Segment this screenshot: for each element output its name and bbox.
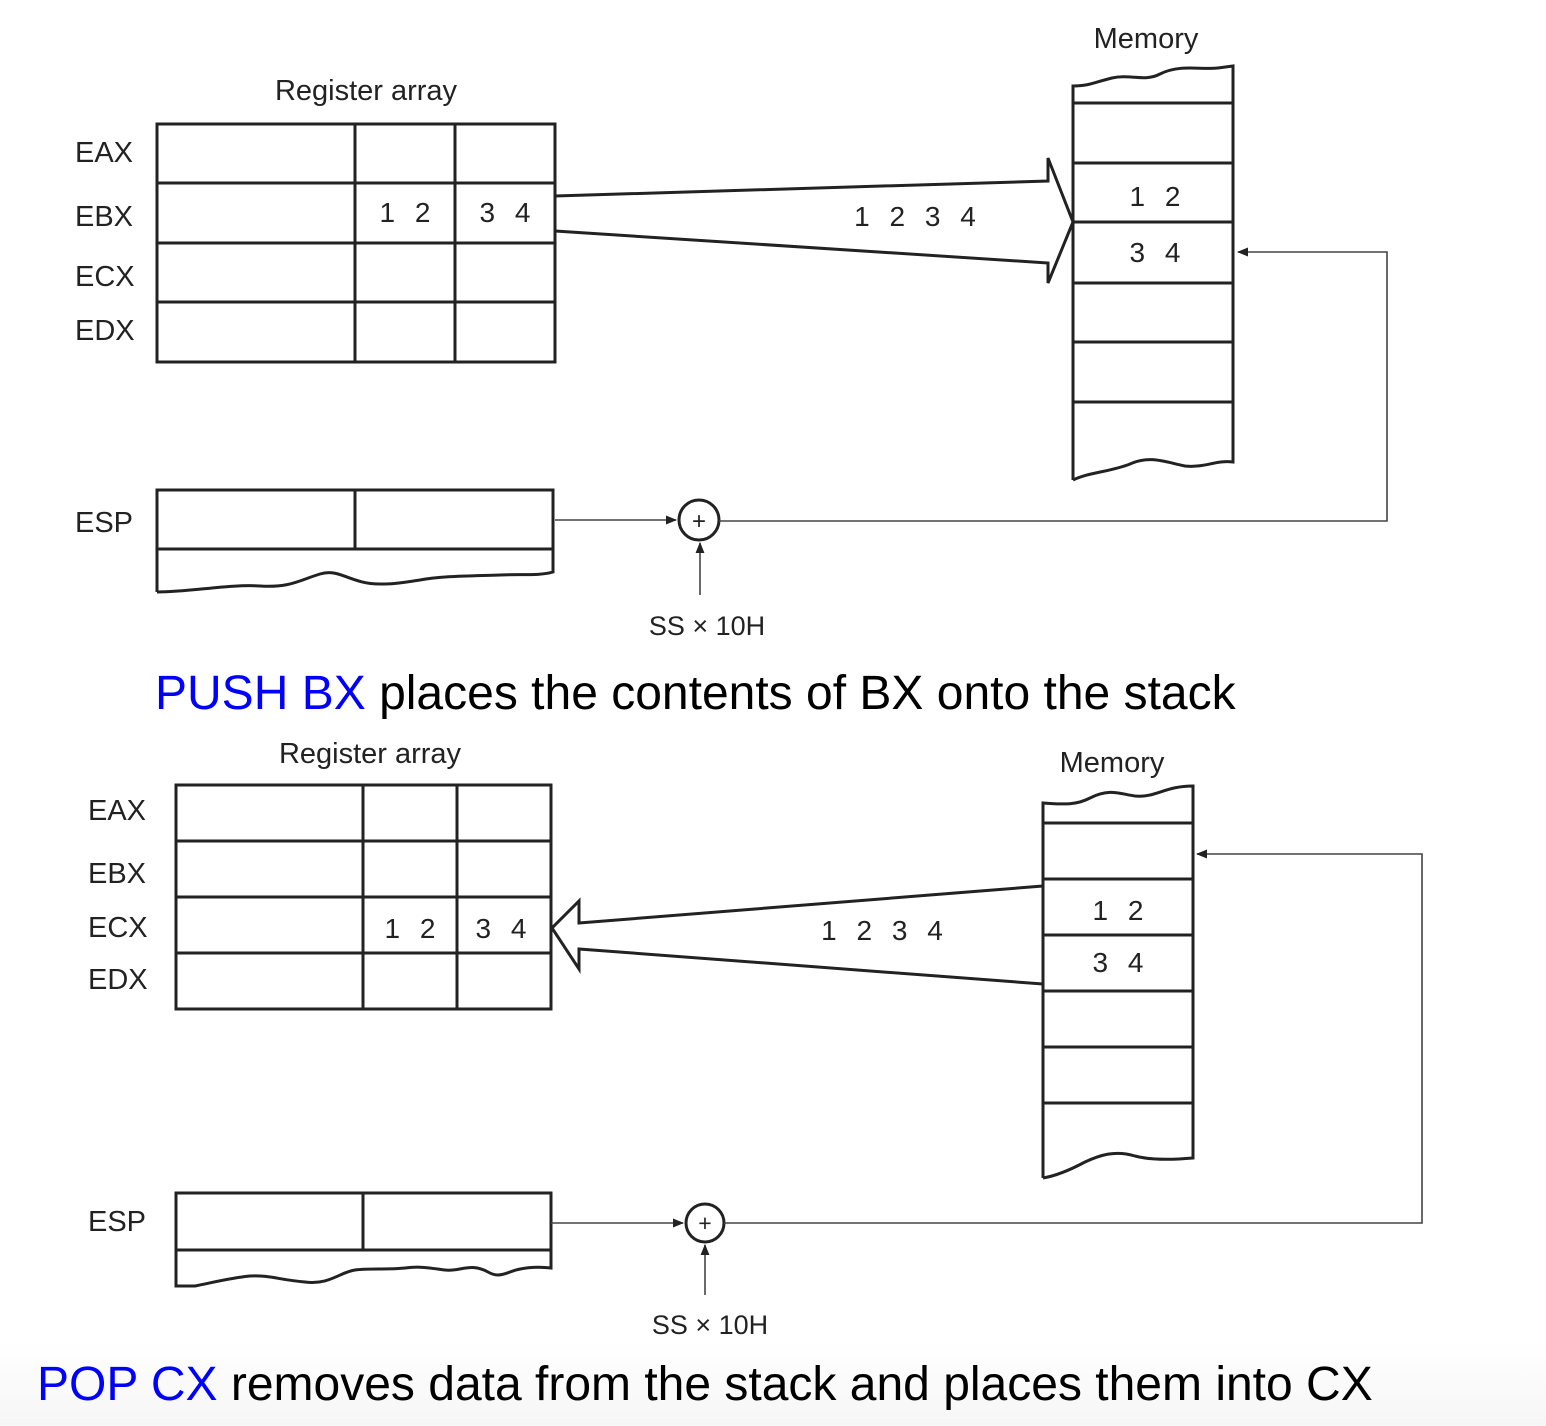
pop-caption-text: removes data from the stack and places t… (217, 1358, 1373, 1411)
push-memory-cell-low: 3 4 (1130, 237, 1187, 268)
pop-register-label-ebx: EBX (88, 858, 146, 890)
push-caption-text: places the contents of BX onto the stack (365, 667, 1236, 720)
pop-caption-keyword: POP CX (37, 1358, 218, 1411)
push-ebx-high-byte: 1 2 (380, 197, 437, 228)
push-transfer-arrow (554, 157, 1075, 284)
pop-register-label-edx: EDX (88, 964, 148, 996)
pop-transfer-arrow (550, 884, 1044, 986)
push-segment-label: SS × 10H (649, 611, 765, 641)
push-transfer-value: 1 2 3 4 (854, 201, 982, 232)
pop-register-label-ecx: ECX (88, 912, 148, 944)
push-adder-plus-icon: + (692, 508, 706, 535)
pop-memory-title: Memory (1060, 747, 1165, 779)
push-register-array-title: Register array (275, 75, 458, 107)
push-register-label-eax: EAX (75, 137, 133, 169)
push-register-label-edx: EDX (75, 315, 135, 347)
pop-register-grid (174, 783, 553, 1011)
push-adder-circle (677, 498, 721, 542)
push-register-label-ebx: EBX (75, 201, 133, 233)
push-memory-stack (1071, 64, 1235, 482)
pop-diagram: Register array EAX EBX ECX EDX 1 2 3 4 1… (88, 738, 1423, 1340)
pop-ecx-high-byte: 1 2 (385, 913, 442, 944)
pop-esp-register (174, 1191, 553, 1288)
push-caption: PUSH BX places the contents of BX onto t… (155, 666, 1236, 721)
pop-transfer-value: 1 2 3 4 (821, 915, 949, 946)
push-esp-label: ESP (75, 507, 133, 539)
push-memory-title: Memory (1094, 23, 1199, 55)
pop-memory-cell-low: 3 4 (1093, 947, 1150, 978)
pop-register-array-title: Register array (279, 738, 462, 770)
push-register-grid (155, 122, 557, 364)
footer-background (0, 1340, 1546, 1426)
pop-memory-stack (1041, 784, 1195, 1180)
pop-caption: POP CX removes data from the stack and p… (37, 1357, 1373, 1412)
push-register-label-ecx: ECX (75, 261, 135, 293)
push-memory-cell-high: 1 2 (1130, 181, 1187, 212)
pop-esp-label: ESP (88, 1206, 146, 1238)
pop-address-feedback-line (724, 849, 1423, 1224)
pop-memory-cell-high: 1 2 (1093, 895, 1150, 926)
pop-register-label-eax: EAX (88, 795, 146, 827)
push-esp-register (155, 488, 555, 594)
pop-ecx-low-byte: 3 4 (476, 913, 533, 944)
push-address-feedback-line (719, 247, 1388, 522)
pop-adder-plus-icon: + (698, 1210, 711, 1236)
push-diagram: Register array EAX EBX ECX EDX 1 2 3 4 1… (75, 23, 1388, 641)
push-caption-keyword: PUSH BX (155, 667, 366, 720)
push-ebx-low-byte: 3 4 (480, 197, 537, 228)
pop-segment-label: SS × 10H (652, 1310, 768, 1340)
